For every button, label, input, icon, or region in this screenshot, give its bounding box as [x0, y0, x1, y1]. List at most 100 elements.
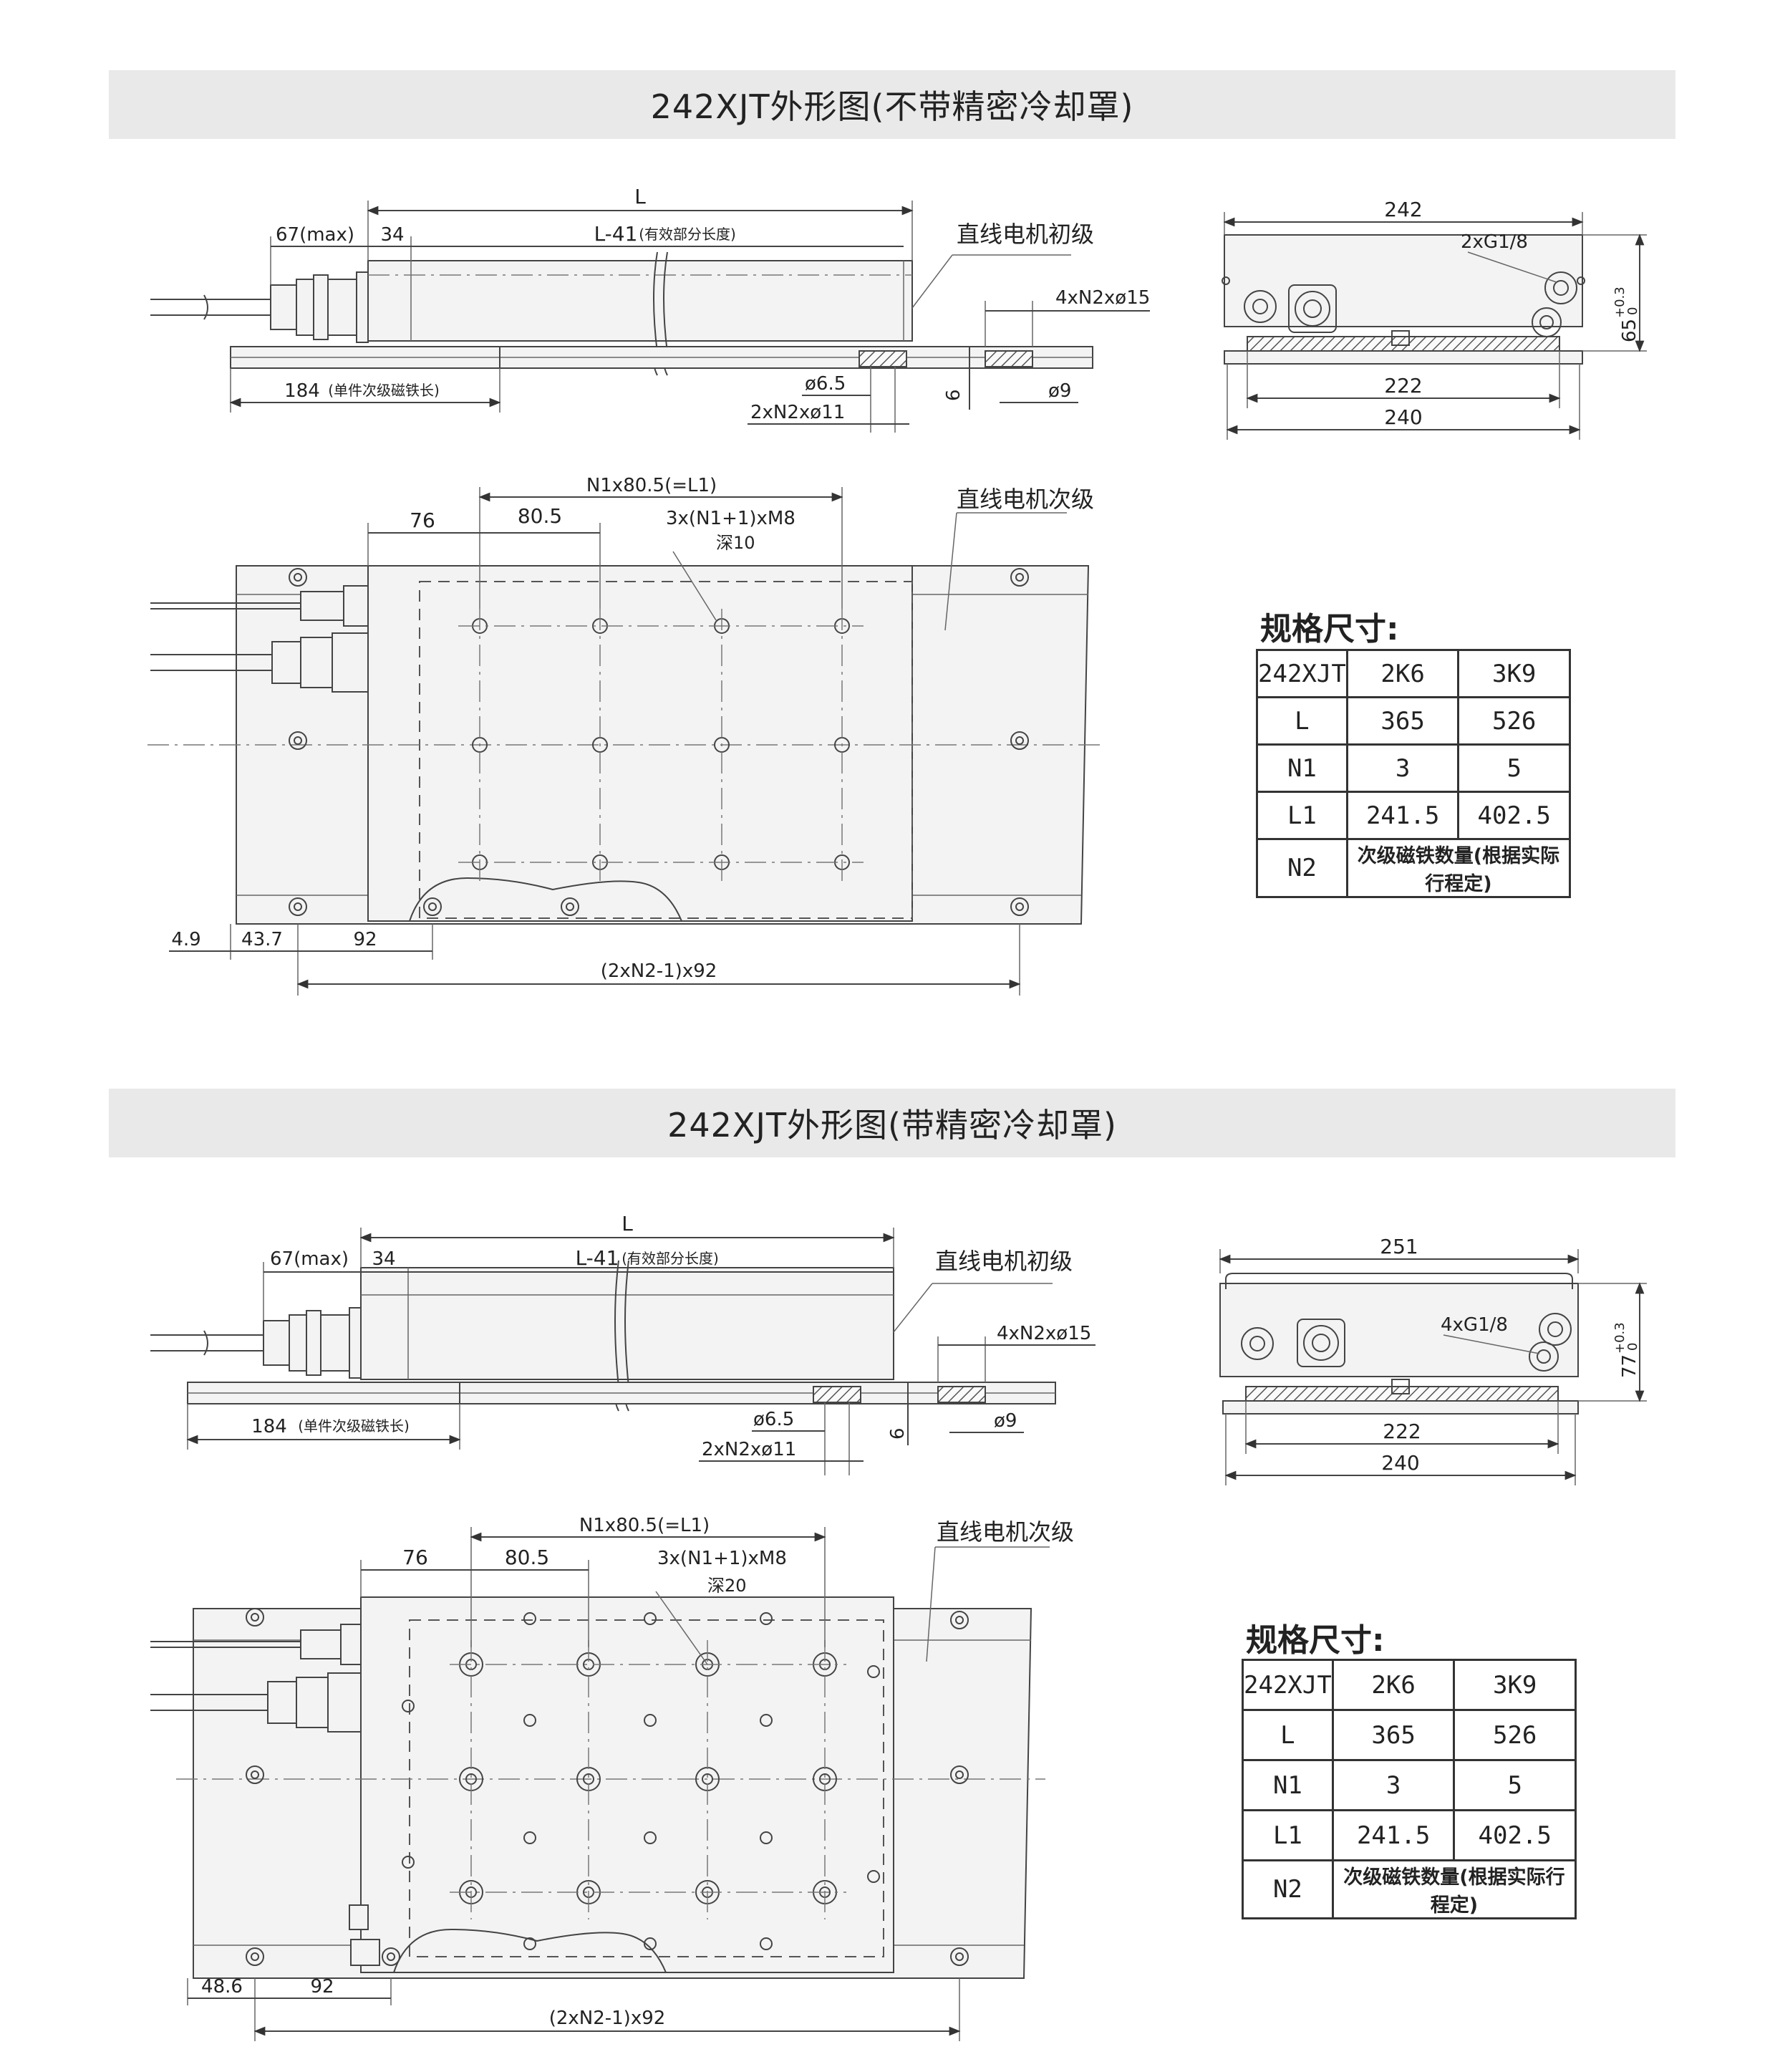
s2-end-w251: 251: [1380, 1235, 1418, 1258]
s2-spec-r1c1: 3: [1331, 1759, 1456, 1811]
s2-dim-184: 184: [251, 1416, 287, 1437]
s2-dim-67max: 67(max): [270, 1248, 349, 1270]
s2-holes-11: 2xN2xø11: [702, 1439, 796, 1460]
s2-dim-805: 80.5: [505, 1546, 549, 1569]
s2-spec-table: 242XJT 2K6 3K9 L 365 526 N1 3 5 L1 241.5…: [1242, 1659, 1577, 1919]
s2-dim-d65: ø6.5: [753, 1409, 794, 1430]
s2-dim-92: 92: [310, 1976, 334, 1998]
s2-spec-r0c0: L: [1242, 1709, 1334, 1761]
s2-spec-h1: 2K6: [1331, 1659, 1456, 1711]
s1-dim-L: L: [634, 185, 646, 208]
s1-spec-r1c0: N1: [1256, 743, 1348, 793]
s1-dim-pitch: (2xN2-1)x92: [601, 960, 717, 982]
s2-dim-486: 48.6: [201, 1976, 243, 1998]
s2-spec-r1c0: N1: [1242, 1759, 1334, 1811]
s1-spec-r1c1: 3: [1345, 743, 1460, 793]
s2-m8-hole-grid: [402, 1612, 880, 1950]
s1-dim-d9: ø9: [1048, 380, 1071, 402]
s2-end-view: 251 4xG1/8 77 +0.3 0 222 240: [1219, 1235, 1647, 1485]
s1-dim-N1: N1x80.5(=L1): [586, 475, 717, 496]
s1-dim-184: 184: [284, 380, 320, 402]
s2-dim-N1: N1x80.5(=L1): [579, 1515, 710, 1536]
s2-dim-pitch: (2xN2-1)x92: [549, 2008, 666, 2029]
s1-spec-r0c1: 365: [1345, 696, 1460, 746]
s1-holes-15: 4xN2xø15: [1055, 287, 1150, 309]
s2-spec-n2-label: N2: [1242, 1859, 1334, 1919]
s1-spec-n2-label: N2: [1256, 838, 1348, 898]
s1-m8-label: 3x(N1+1)xM8: [666, 508, 795, 529]
s1-end-w242: 242: [1384, 198, 1422, 221]
s1-dim-76: 76: [410, 509, 435, 532]
s1-label-primary: 直线电机初级: [957, 221, 1094, 248]
s2-end-tol: +0.3: [1612, 1322, 1628, 1354]
s1-end-tol0: 0: [1625, 307, 1640, 315]
s1-m8-depth: 深10: [716, 533, 755, 553]
s2-spec-r2c1: 241.5: [1331, 1809, 1456, 1861]
s2-spec-r2c2: 402.5: [1453, 1809, 1577, 1861]
s2-end-h77: 77: [1619, 1354, 1640, 1378]
s1-end-h65: 65: [1619, 319, 1640, 342]
s2-spec-r0c2: 526: [1453, 1709, 1577, 1761]
s1-end-tol: +0.3: [1612, 286, 1628, 318]
s2-spec-r2c0: L1: [1242, 1809, 1334, 1861]
s1-end-view: 242 2xG1/8 65 +0.3 0 222 240: [1222, 198, 1647, 440]
section-2-title: 242XJT外形图(带精密冷却罩): [667, 1106, 1117, 1145]
s1-end-w222: 222: [1384, 374, 1422, 397]
s2-dim-76: 76: [402, 1546, 428, 1569]
section-2-title-band: 242XJT外形图(带精密冷却罩): [109, 1089, 1675, 1157]
s1-spec-h2: 3K9: [1457, 649, 1571, 698]
section-1-title-band: 242XJT外形图(不带精密冷却罩): [109, 70, 1675, 139]
s2-dim-d9: ø9: [994, 1410, 1017, 1432]
s1-spec-r0c0: L: [1256, 696, 1348, 746]
s1-end-w240: 240: [1384, 405, 1422, 429]
s2-dim-6: 6: [887, 1427, 909, 1440]
s1-spec-r2c1: 241.5: [1345, 791, 1460, 840]
s1-top-view: N1x80.5(=L1) 76 80.5 3x(N1+1)xM8 深10 直线电…: [147, 475, 1103, 996]
s1-spec-r2c2: 402.5: [1457, 791, 1571, 840]
s2-label-primary: 直线电机初级: [935, 1248, 1073, 1275]
s2-m8-depth: 深20: [707, 1576, 747, 1596]
s2-dim-L41: L-41: [576, 1246, 619, 1270]
s1-dim-34: 34: [380, 224, 404, 246]
s1-dim-184-note: (单件次级磁铁长): [328, 382, 440, 399]
s1-holes-11: 2xN2xø11: [750, 402, 845, 423]
s1-spec-table: 242XJT 2K6 3K9 L 365 526 N1 3 5 L1 241.5…: [1256, 649, 1572, 898]
s1-spec-title: 规格尺寸:: [1260, 611, 1399, 647]
s1-dim-L41-note: (有效部分长度): [639, 226, 736, 243]
s2-end-w222: 222: [1383, 1420, 1421, 1443]
s1-spec-h1: 2K6: [1345, 649, 1460, 698]
section-1-title: 242XJT外形图(不带精密冷却罩): [650, 87, 1134, 126]
s2-holes-15: 4xN2xø15: [997, 1323, 1091, 1344]
s2-end-g18: 4xG1/8: [1441, 1314, 1508, 1336]
s1-dim-67max: 67(max): [276, 224, 354, 246]
s1-dim-92: 92: [353, 929, 377, 950]
s2-spec-n2-note: 次级磁铁数量(根据实际行程定): [1331, 1859, 1577, 1919]
s2-spec-r0c1: 365: [1331, 1709, 1456, 1761]
s2-m8-label: 3x(N1+1)xM8: [657, 1548, 787, 1569]
s2-dim-L: L: [622, 1212, 633, 1235]
s1-dim-805: 80.5: [518, 504, 562, 528]
s2-spec-r1c2: 5: [1453, 1759, 1577, 1811]
s1-dim-L41: L-41: [594, 222, 638, 246]
s1-label-secondary: 直线电机次级: [957, 486, 1094, 513]
s1-side-view: L 67(max) 34 L-41 (有效部分长度) 直线电机初级 4xN2xø…: [150, 185, 1150, 433]
s2-top-view: N1x80.5(=L1) 76 80.5 3x(N1+1)xM8 深20 直线电…: [150, 1515, 1074, 2041]
s1-dim-49: 4.9: [171, 929, 200, 950]
s1-spec-r0c2: 526: [1457, 696, 1571, 746]
s2-end-tol0: 0: [1625, 1343, 1640, 1351]
s1-spec-n2-note: 次级磁铁数量(根据实际行程定): [1345, 838, 1572, 898]
s2-spec-h0: 242XJT: [1242, 1659, 1334, 1711]
s1-dim-437: 43.7: [241, 929, 283, 950]
s2-dim-L41-note: (有效部分长度): [622, 1250, 719, 1267]
s1-spec-r1c2: 5: [1457, 743, 1571, 793]
s1-dim-6: 6: [943, 389, 964, 401]
s1-spec-h0: 242XJT: [1256, 649, 1348, 698]
s1-end-g18: 2xG1/8: [1461, 231, 1528, 253]
s2-dim-184-note: (单件次级磁铁长): [298, 1417, 410, 1435]
s1-m8-hole-grid: [458, 609, 864, 881]
s2-spec-h2: 3K9: [1453, 1659, 1577, 1711]
s2-dim-34: 34: [372, 1248, 395, 1270]
s2-label-secondary: 直线电机次级: [937, 1518, 1074, 1546]
s1-spec-r2c0: L1: [1256, 791, 1348, 840]
